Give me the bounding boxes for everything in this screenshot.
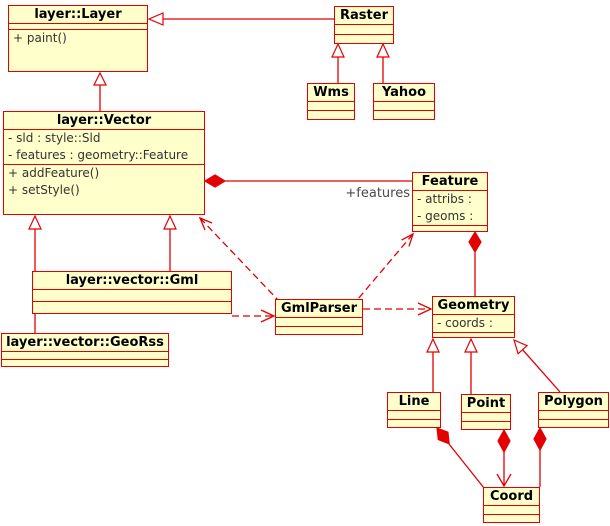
class-title: layer::Layer bbox=[34, 7, 122, 22]
class-box-polygon[interactable]: Polygon bbox=[538, 392, 609, 428]
edge-point-to-geometry-generalization bbox=[464, 337, 478, 394]
edge-wms-to-raster-generalization bbox=[331, 42, 345, 83]
class-title: Wms bbox=[313, 85, 349, 100]
empty-compartment bbox=[33, 289, 231, 301]
empty-compartment bbox=[308, 101, 354, 110]
class-title: GmlParser bbox=[280, 301, 357, 316]
edge-gmlparser-to-feature-dependency bbox=[357, 232, 415, 300]
attribute-line: - attribs : bbox=[417, 192, 472, 206]
class-box-gml[interactable]: layer::vector::Gml bbox=[32, 271, 232, 314]
role-label-features: +features bbox=[345, 186, 410, 201]
empty-compartment bbox=[33, 301, 231, 313]
empty-compartment bbox=[335, 34, 393, 43]
edge-gml-to-vector-generalization bbox=[163, 214, 177, 271]
class-box-feature[interactable]: Feature - attribs : - geoms : bbox=[412, 172, 488, 232]
class-title: Line bbox=[398, 394, 430, 409]
edge-line-coord-composition bbox=[436, 427, 485, 489]
attributes-compartment: - sld : style::Sld - features : geometry… bbox=[4, 129, 204, 164]
method-line: + setStyle() bbox=[8, 183, 80, 197]
empty-compartment bbox=[413, 225, 487, 231]
class-box-georss[interactable]: layer::vector::GeoRss bbox=[1, 333, 169, 367]
class-title: Point bbox=[466, 396, 506, 411]
edge-yahoo-to-raster-generalization bbox=[376, 42, 390, 83]
empty-compartment bbox=[388, 410, 440, 419]
class-box-gmlparser[interactable]: GmlParser bbox=[275, 299, 363, 335]
empty-compartment bbox=[433, 332, 514, 337]
attribute-line: - features : geometry::Feature bbox=[8, 148, 189, 162]
empty-compartment bbox=[374, 101, 434, 110]
class-title: Feature bbox=[421, 174, 479, 189]
class-title: layer::vector::Gml bbox=[65, 273, 199, 288]
edge-gmlparser-to-geometry-dependency bbox=[363, 302, 433, 316]
empty-compartment bbox=[2, 351, 168, 359]
class-box-layer[interactable]: layer::Layer + paint() bbox=[8, 5, 148, 72]
empty-compartment bbox=[2, 359, 168, 366]
edge-gml-to-gmlparser-dependency bbox=[232, 309, 276, 323]
empty-compartment bbox=[484, 514, 539, 522]
edge-polygon-coord-composition bbox=[533, 426, 547, 487]
empty-compartment bbox=[539, 419, 608, 427]
method-line: + paint() bbox=[13, 31, 67, 45]
class-box-point[interactable]: Point bbox=[461, 394, 511, 430]
empty-compartment bbox=[539, 410, 608, 419]
empty-compartment bbox=[335, 24, 393, 34]
attribute-line: - sld : style::Sld bbox=[8, 131, 101, 145]
attributes-compartment: - attribs : - geoms : bbox=[413, 190, 487, 225]
attributes-compartment: - coords : bbox=[433, 314, 514, 332]
empty-compartment bbox=[374, 110, 434, 119]
class-box-line[interactable]: Line bbox=[387, 392, 441, 428]
edge-vector-feature-composition bbox=[203, 174, 412, 188]
attribute-line: - coords : bbox=[437, 316, 493, 330]
class-box-wms[interactable]: Wms bbox=[307, 83, 355, 120]
edge-vector-to-layer-generalization bbox=[93, 71, 107, 111]
empty-compartment bbox=[276, 326, 362, 334]
methods-compartment: + paint() bbox=[9, 29, 147, 71]
edge-raster-to-layer-generalization bbox=[147, 12, 334, 26]
class-title: layer::Vector bbox=[56, 113, 152, 128]
class-box-vector[interactable]: layer::Vector - sld : style::Sld - featu… bbox=[3, 111, 205, 215]
class-box-yahoo[interactable]: Yahoo bbox=[373, 83, 435, 120]
empty-compartment bbox=[462, 412, 510, 421]
empty-compartment bbox=[462, 421, 510, 429]
class-title: Raster bbox=[340, 8, 388, 23]
class-title: layer::vector::GeoRss bbox=[6, 335, 164, 350]
edge-polygon-to-geometry-generalization bbox=[513, 338, 561, 393]
edge-point-coord-composition bbox=[496, 428, 512, 488]
empty-compartment bbox=[388, 419, 440, 427]
class-box-raster[interactable]: Raster bbox=[334, 6, 394, 44]
edge-line-to-geometry-generalization bbox=[426, 337, 440, 392]
empty-compartment bbox=[9, 23, 147, 29]
edge-gmlparser-to-vector-dependency bbox=[198, 216, 279, 301]
empty-compartment bbox=[276, 317, 362, 326]
method-line: + addFeature() bbox=[8, 166, 100, 180]
class-title: Yahoo bbox=[381, 85, 427, 100]
edge-feature-geometry-composition bbox=[468, 230, 482, 296]
class-title: Polygon bbox=[544, 394, 603, 409]
class-box-coord[interactable]: Coord bbox=[483, 487, 540, 523]
methods-compartment: + addFeature() + setStyle() bbox=[4, 164, 204, 214]
class-box-geometry[interactable]: Geometry - coords : bbox=[432, 296, 515, 338]
class-title: Geometry bbox=[437, 298, 510, 313]
empty-compartment bbox=[308, 110, 354, 119]
empty-compartment bbox=[484, 505, 539, 514]
class-title: Coord bbox=[489, 489, 534, 504]
attribute-line: - geoms : bbox=[417, 209, 474, 223]
